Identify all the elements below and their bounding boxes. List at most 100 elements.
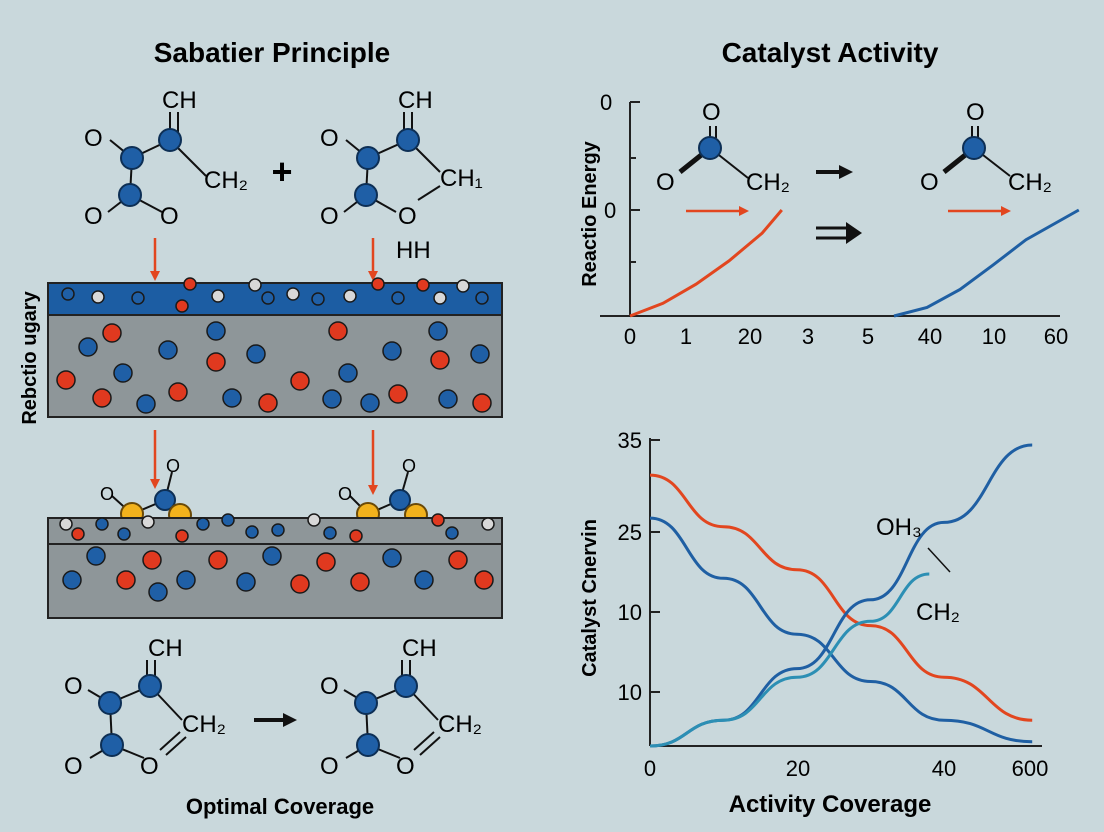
atom-label: CH₂: [182, 711, 226, 738]
lattice-atom: [261, 291, 275, 305]
lattice-atom: [448, 550, 468, 570]
lattice-atom: [338, 363, 358, 383]
lattice-atom: [290, 574, 310, 594]
atom-label: CH₂: [746, 169, 790, 196]
atom-label: CH₂: [204, 167, 248, 194]
lattice-atom: [414, 570, 434, 590]
equilibrium-arrow: [816, 222, 862, 244]
y-tick-label: 0: [604, 198, 616, 223]
atom-label: O: [84, 203, 103, 230]
lattice-atom: [371, 277, 385, 291]
bottom-label: Optimal Coverage: [186, 794, 374, 819]
carbon-atom: [356, 146, 380, 170]
lattice-atom: [258, 393, 278, 413]
lattice-atom: [316, 552, 336, 572]
lattice-atom: [445, 526, 459, 540]
lattice-atom: [481, 517, 495, 531]
lattice-atom: [183, 277, 197, 291]
atom-label: O: [166, 456, 180, 476]
carbon-atom: [154, 489, 176, 511]
lattice-atom: [433, 291, 447, 305]
lattice-atom: [196, 517, 210, 531]
atom-label: O: [396, 753, 415, 780]
atom-label: O: [64, 673, 83, 700]
molecule-top-left: CH O CH₂ O O: [84, 87, 248, 230]
atom-label: O: [702, 99, 721, 126]
lattice-atom: [206, 352, 226, 372]
molecule-top-right: CH O CH₁ O O: [320, 87, 483, 230]
atom-label: O: [402, 456, 416, 476]
lattice-atom: [175, 299, 189, 313]
left-panel: Sabatier Principle CH O CH₂ O O +: [19, 37, 503, 819]
lattice-atom: [141, 515, 155, 529]
catalyst-slab-upper: [47, 277, 503, 418]
lattice-atom: [56, 370, 76, 390]
lattice-atom: [360, 393, 380, 413]
carbon-atom: [396, 128, 420, 152]
molecule-chart-right: O O CH₂: [920, 99, 1052, 196]
lattice-atom: [475, 291, 489, 305]
y-axis-label: Reactio Energy: [579, 140, 601, 286]
lattice-atom: [391, 291, 405, 305]
x-tick-label: 40: [918, 324, 942, 349]
x-tick-label: 5: [862, 324, 874, 349]
y-tick-label: 25: [618, 520, 642, 545]
x-tick-label: 40: [932, 756, 956, 781]
lattice-atom: [175, 529, 189, 543]
atom-label: O: [84, 125, 103, 152]
carbon-atom: [356, 733, 380, 757]
lattice-atom: [176, 570, 196, 590]
adsorbate-right: O O: [338, 456, 428, 527]
hh-label: HH: [396, 237, 431, 264]
lattice-atom: [307, 513, 321, 527]
x-tick-label: 10: [982, 324, 1006, 349]
x-tick-label: 0: [644, 756, 656, 781]
carbon-atom: [962, 136, 986, 160]
lattice-atom: [343, 289, 357, 303]
lattice-atom: [148, 582, 168, 602]
atom-label: CH: [398, 87, 433, 114]
lattice-atom: [59, 517, 73, 531]
plus-sign: +: [271, 151, 292, 192]
lattice-atom: [62, 570, 82, 590]
lattice-atom: [116, 570, 136, 590]
carbon-atom: [354, 183, 378, 207]
lattice-atom: [221, 513, 235, 527]
molecule-chart-left: O O CH₂: [656, 99, 790, 196]
x-tick-label: 600: [1012, 756, 1049, 781]
atom-label: O: [320, 673, 339, 700]
lattice-atom: [102, 323, 122, 343]
series-line-1: [649, 473, 1033, 722]
lattice-atom: [245, 525, 259, 539]
lattice-atom: [86, 546, 106, 566]
lattice-atom: [246, 344, 266, 364]
lattice-atom: [211, 289, 225, 303]
lattice-atom: [438, 389, 458, 409]
lattice-atom: [472, 393, 492, 413]
lattice-atom: [470, 344, 490, 364]
atom-label: O: [320, 125, 339, 152]
lattice-atom: [222, 388, 242, 408]
left-panel-title: Sabatier Principle: [154, 37, 391, 68]
molecule-bottom-left: CH O CH₂ O O: [64, 635, 226, 780]
carbon-atom: [98, 691, 122, 715]
carbon-atom: [138, 674, 162, 698]
atom-label: O: [398, 203, 417, 230]
atom-label: O: [338, 484, 352, 504]
lattice-atom: [78, 337, 98, 357]
lattice-atom: [328, 321, 348, 341]
y-tick-label: 10: [618, 680, 642, 705]
catalyst-slab-lower: [47, 513, 503, 619]
x-tick-label: 20: [738, 324, 762, 349]
lattice-atom: [158, 340, 178, 360]
carbon-atom: [120, 146, 144, 170]
atom-label: O: [64, 753, 83, 780]
lattice-atom: [428, 321, 448, 341]
lattice-atom: [382, 548, 402, 568]
lattice-atom: [71, 527, 85, 541]
atom-label: CH₁: [440, 165, 483, 192]
annotation-leader: [927, 547, 951, 573]
